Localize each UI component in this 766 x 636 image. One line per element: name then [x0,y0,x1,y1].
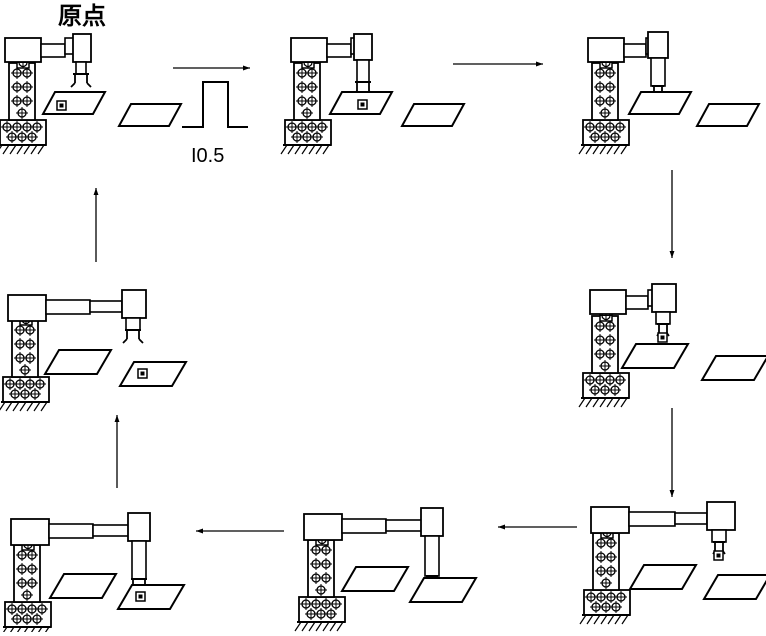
frame-4-lift [579,283,766,407]
frame-2-lower [281,33,465,154]
frame-5-extend [580,501,766,624]
frame-1-origin: 原点 [0,1,182,154]
signal-label: I0.5 [191,145,224,167]
frame-7-released [1,512,185,632]
frame-8-raise [0,289,187,411]
origin-label: 原点 [58,1,106,30]
signal-pulse: I0.5 [182,81,248,167]
frame-6-lower-release [295,507,477,631]
frame-3-grip [579,31,760,154]
